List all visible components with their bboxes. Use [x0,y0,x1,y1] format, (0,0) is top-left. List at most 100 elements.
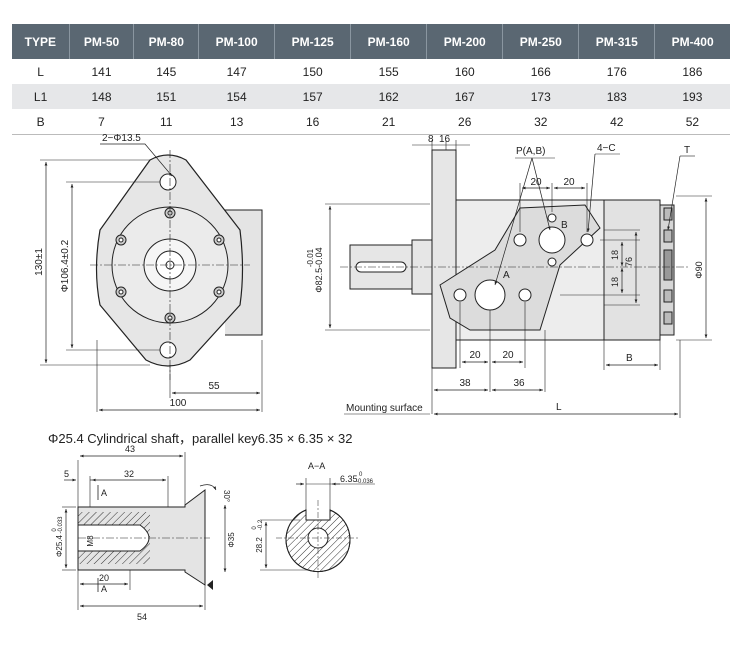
port-b [538,226,566,254]
table-cell: 193 [654,84,730,109]
gerotor-section [603,199,661,341]
table-cell: 173 [502,84,579,109]
shaft-detail [62,452,227,610]
hole-label: 2−Φ13.5 [102,133,141,144]
port-a-label: A [503,270,510,281]
thread-hole [518,288,532,302]
table-cell: 186 [682,64,703,79]
table-cell: 155 [378,64,399,79]
table-row: L 141 145 147 150 155 160 166 176 186 [12,59,730,84]
table-cell: 147 [226,64,247,79]
row-label: L [37,64,44,79]
section-a-top: A [101,488,107,498]
dim-phi-35: Φ35 [227,532,236,548]
dim-b: B [626,353,633,364]
shaft-caption: Φ25.4 Cylindrical shaft，parallel key6.35… [48,431,353,446]
table-cell: 162 [350,84,427,109]
dim-28-2-tol: -0.2 [258,519,264,530]
thread-label: 4−C [597,143,616,154]
table-cell: 145 [156,64,177,79]
thread-hole [513,233,527,247]
table-cell: 183 [578,84,655,109]
header-cell: PM-250 [502,24,580,59]
spec-table: TYPE PM-50 PM-80 PM-100 PM-125 PM-160 PM… [12,24,730,135]
table-cell: 167 [426,84,503,109]
table-cell: 154 [198,84,275,109]
table-cell: 52 [654,109,730,135]
thread-hole [453,288,467,302]
dim-phi-82-5: Φ82.5-0.04 [314,247,324,292]
row-label: L1 [12,84,70,109]
dim-18-upper: 18 [610,250,620,260]
dim-36: 36 [513,378,525,389]
angle-30: 30° [222,490,231,502]
table-cell: 176 [606,64,627,79]
dim-43: 43 [125,444,135,454]
thread-hole [547,257,557,267]
dim-8: 8 [428,134,434,145]
dim-phi-25-4-tol: -0.033 [58,516,64,534]
section-a-bottom: A [101,584,107,594]
dim-phi-90: Φ90 [694,261,704,278]
header-cell: PM-200 [426,24,504,59]
dim-76: 76 [624,257,634,267]
table-cell: 42 [578,109,655,135]
dim-16: 16 [439,134,451,145]
section-title: A−A [308,461,325,471]
dim-20-bottom-right: 20 [502,350,514,361]
table-cell: 150 [302,64,323,79]
dim-20-top-right: 20 [563,177,575,188]
row-label: B [12,109,70,135]
table-cell: 32 [502,109,579,135]
dim-32: 32 [124,469,134,479]
header-cell: PM-50 [69,24,135,59]
table-cell: 16 [274,109,351,135]
dim-l: L [556,402,562,413]
table-cell: 148 [69,84,134,109]
dim-phi-25-4-tol0: 0 [52,528,58,532]
dim-20-top-left: 20 [530,177,542,188]
header-cell: TYPE [12,24,70,59]
mounting-surface-label: Mounting surface [346,403,423,414]
header-cell: PM-100 [198,24,276,59]
table-cell: 141 [91,64,112,79]
front-view [40,143,263,412]
table-row: L1 148 151 154 157 162 167 173 183 193 [12,84,730,109]
dim-20-bottom-left: 20 [469,350,481,361]
dim-28-2: 28.2 [255,537,264,553]
section-a-a [260,478,375,578]
thread-m8: M8 [86,535,95,547]
table-cell: 160 [454,64,475,79]
key-width: 6.35 [340,474,358,484]
table-cell: 11 [133,109,199,135]
t-label: T [684,145,690,156]
header-cell: PM-80 [133,24,200,59]
key-width-tol0: 0 [359,472,363,478]
header-cell: PM-315 [578,24,656,59]
port-label: P(A,B) [516,146,545,157]
dim-38: 38 [459,378,471,389]
dim-106-4: Φ106.4±0.2 [60,239,71,292]
table-cell: 13 [198,109,275,135]
side-flange [431,149,457,369]
table-cell: 7 [69,109,134,135]
side-view [325,140,712,418]
dim-5: 5 [64,469,69,479]
mounting-hole-top [159,173,177,191]
dim-18-lower: 18 [610,277,620,287]
surface-mark [207,580,213,590]
table-row: B 7 11 13 16 21 26 32 42 52 [12,109,730,135]
port-a [474,279,506,311]
dim-phi-25-4: Φ25.4 [55,534,64,557]
spec-table-header: TYPE PM-50 PM-80 PM-100 PM-125 PM-160 PM… [12,24,730,59]
header-cell: PM-400 [654,24,730,59]
thread-hole [547,213,557,223]
header-cell: PM-125 [274,24,352,59]
table-cell: 26 [426,109,503,135]
table-cell: 21 [350,109,427,135]
table-cell: 166 [530,64,551,79]
table-cell: 157 [274,84,351,109]
dim-pilot-tolerance: -0.01 [306,248,315,267]
thread-hole [580,233,594,247]
